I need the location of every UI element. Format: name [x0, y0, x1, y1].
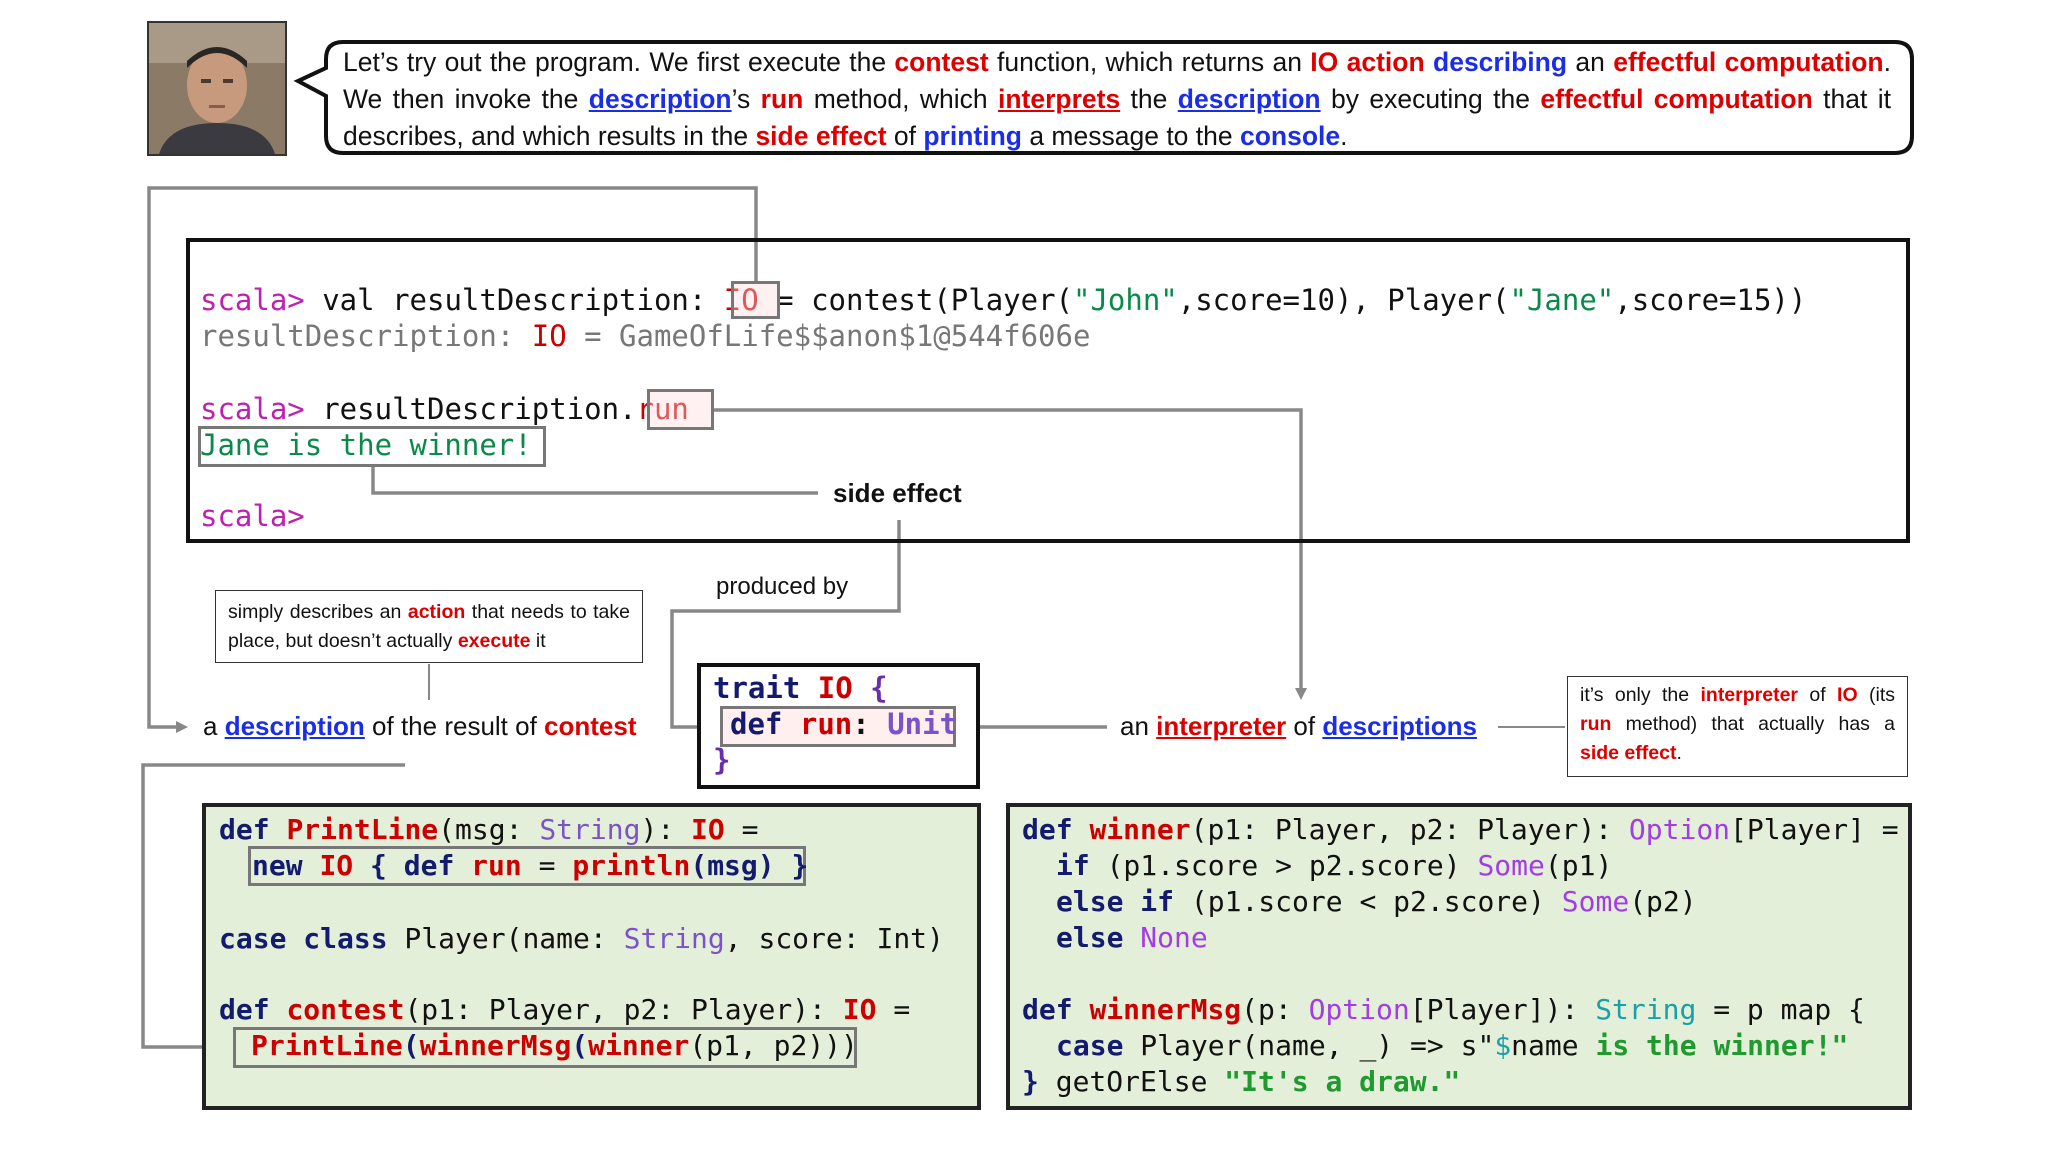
repl-line-1: scala> val resultDescription: IO = conte…	[200, 283, 1807, 317]
narration-segment: of	[886, 121, 924, 151]
narration-segment: that it describes, and which results in …	[343, 84, 1891, 151]
narration-segment: ’s	[731, 84, 761, 114]
trait-line-1: trait IO {	[713, 671, 888, 705]
trait-io-box	[697, 663, 980, 789]
narration-segment: .	[1340, 121, 1348, 151]
narration-segment: effectful computation	[1613, 47, 1884, 77]
code-right-line-4: else None	[1056, 921, 1208, 954]
presenter-avatar	[147, 21, 287, 156]
narration-segment: the	[1120, 84, 1178, 114]
code-right-line-3: else if (p1.score < p2.score) Some(p2)	[1056, 885, 1697, 918]
narration-segment: function, which returns an	[988, 47, 1311, 77]
code-left-line-2: new IO { def run = println(msg) }	[252, 849, 809, 882]
narration-segment: contest	[894, 47, 989, 77]
narration-segment: IO action	[1310, 47, 1425, 77]
description-label: a description of the result of contest	[203, 711, 637, 741]
run-highlight-box	[647, 389, 714, 430]
code-panel-left	[202, 803, 981, 1110]
narration-segment	[1425, 47, 1433, 77]
code-right-line-2: if (p1.score > p2.score) Some(p1)	[1056, 849, 1613, 882]
narration-segment: description	[1177, 84, 1321, 114]
speech-bubble	[293, 40, 1914, 155]
side-effect-label: side effect	[833, 478, 962, 508]
code-right-line-5: def winnerMsg(p: Option[Player]): String…	[1022, 993, 1865, 1026]
narration-segment: method, which	[803, 84, 998, 114]
trait-line-2: def run: Unit	[730, 707, 958, 741]
narration-segment: description	[588, 84, 732, 114]
narration-segment: Let’s try out the program. We first exec…	[343, 47, 895, 77]
contest-body-box	[233, 1027, 857, 1068]
narration-segment: printing	[923, 121, 1022, 151]
trait-line-3: }	[713, 743, 731, 777]
repl-output-2: Jane is the winner!	[200, 428, 532, 462]
io-highlight-box	[731, 281, 780, 319]
def-run-highlight-box	[720, 706, 956, 747]
person-photo-icon	[149, 23, 285, 154]
narration-segment: an	[1567, 47, 1614, 77]
narration-segment: describing	[1433, 47, 1568, 77]
narration-segment: by executing the	[1320, 84, 1541, 114]
winner-output-box	[198, 426, 546, 467]
code-left-line-5: PrintLine(winnerMsg(winner(p1, p2)))	[251, 1029, 858, 1062]
narration-segment: run	[760, 84, 804, 114]
produced-by-label: produced by	[716, 573, 849, 600]
code-right-line-7: } getOrElse "It's a draw."	[1022, 1065, 1461, 1098]
code-left-line-4: def contest(p1: Player, p2: Player): IO …	[219, 993, 911, 1026]
interpreter-label: an interpreter of descriptions	[1120, 711, 1477, 741]
narration-text: Let’s try out the program. We first exec…	[343, 44, 1891, 155]
code-left-line-3: case class Player(name: String, score: I…	[219, 922, 944, 955]
code-right-line-6: case Player(name, _) => s"$name is the w…	[1056, 1029, 1849, 1062]
repl-panel	[186, 238, 1910, 543]
repl-output-1: resultDescription: IO = GameOfLife$$anon…	[200, 319, 1091, 353]
interpreter-note: it’s only the interpreter of IO (its run…	[1567, 676, 1908, 777]
narration-segment: console	[1240, 121, 1341, 151]
repl-run-call: run	[636, 392, 689, 426]
repl-io-type: IO	[723, 283, 759, 317]
narration-segment: interprets	[997, 84, 1121, 114]
narration-segment: a message to the	[1021, 121, 1240, 151]
narration-segment: side effect	[755, 121, 887, 151]
code-left-line-1: def PrintLine(msg: String): IO =	[219, 813, 759, 846]
code-right-line-1: def winner(p1: Player, p2: Player): Opti…	[1022, 813, 1899, 846]
narration-segment: effectful computation	[1540, 84, 1813, 114]
repl-line-3: scala>	[200, 499, 305, 533]
code-panel-right	[1006, 803, 1912, 1110]
narration-segment: . We then invoke the	[343, 47, 1891, 114]
repl-line-2: scala> resultDescription.run	[200, 392, 689, 426]
new-io-box	[248, 846, 806, 886]
description-note: simply describes an action that needs to…	[215, 590, 643, 663]
